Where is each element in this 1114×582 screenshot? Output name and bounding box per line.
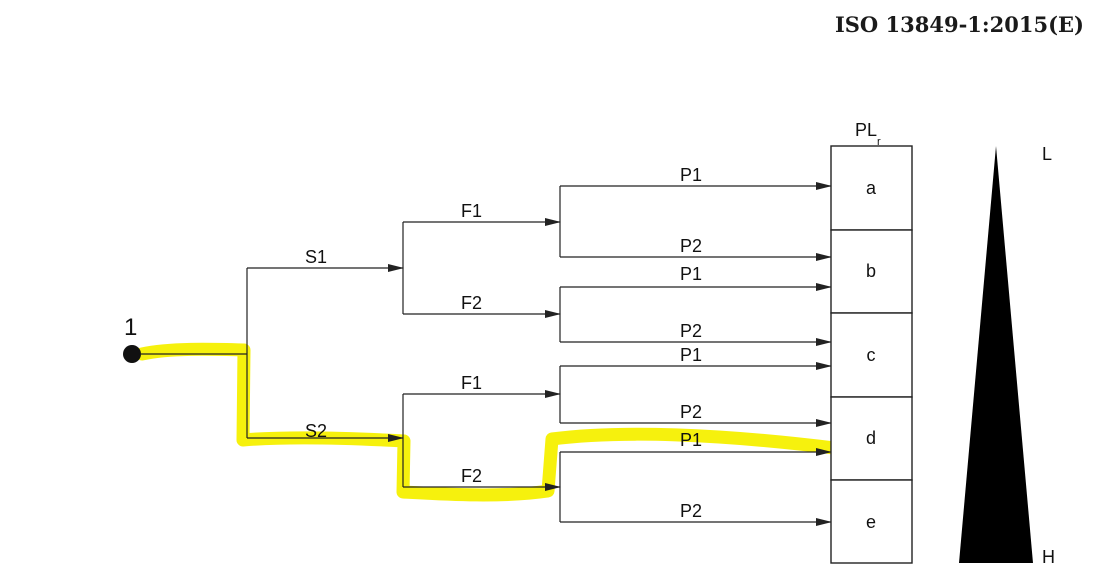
frequency-branch-s1: F1 F2	[402, 201, 561, 318]
scale-high-label: H	[1042, 547, 1055, 567]
severity-branch: S1 S2	[140, 247, 404, 442]
possibility-branch-2: P1 P2	[559, 264, 832, 346]
label-p2-b: P2	[680, 236, 702, 256]
label-p1-c: P1	[680, 345, 702, 365]
pl-title-text: PL	[855, 120, 877, 140]
start-node	[123, 345, 141, 363]
scale-low-label: L	[1042, 144, 1052, 164]
standard-reference: ISO 13849-1:2015(E)	[834, 12, 1084, 37]
pl-level-d: d	[866, 428, 876, 448]
start-node-label: 1	[124, 314, 137, 341]
pl-box-d	[830, 396, 913, 481]
label-f2-s1: F2	[461, 293, 482, 313]
pl-level-c: c	[867, 345, 876, 365]
possibility-branch-1: P1 P2	[559, 165, 832, 261]
frequency-branch-s2: F1 F2	[402, 373, 561, 491]
risk-scale-triangle	[959, 146, 1033, 563]
pl-level-a: a	[866, 178, 877, 198]
label-s1: S1	[305, 247, 327, 267]
pl-levels-column: a b c d e	[830, 145, 913, 564]
label-f1-s2: F1	[461, 373, 482, 393]
label-p2-c: P2	[680, 321, 702, 341]
possibility-branch-3: P1 P2	[559, 345, 832, 427]
possibility-branch-4: P1 P2	[559, 430, 832, 526]
highlighted-path	[135, 342, 841, 502]
pl-box-a	[830, 145, 913, 231]
pl-box-b	[830, 229, 913, 314]
pl-level-e: e	[866, 512, 876, 532]
label-f1-s1: F1	[461, 201, 482, 221]
label-p1-d: P1	[680, 430, 702, 450]
label-p2-d: P2	[680, 402, 702, 422]
pl-title-subscript: r	[877, 136, 881, 148]
label-p1-a: P1	[680, 165, 702, 185]
label-p1-b: P1	[680, 264, 702, 284]
pl-title: PL r	[855, 120, 881, 148]
label-f2-s2: F2	[461, 466, 482, 486]
pl-level-b: b	[866, 261, 876, 281]
label-s2: S2	[305, 421, 327, 441]
pl-box-e	[830, 479, 913, 564]
label-p2-e: P2	[680, 501, 702, 521]
